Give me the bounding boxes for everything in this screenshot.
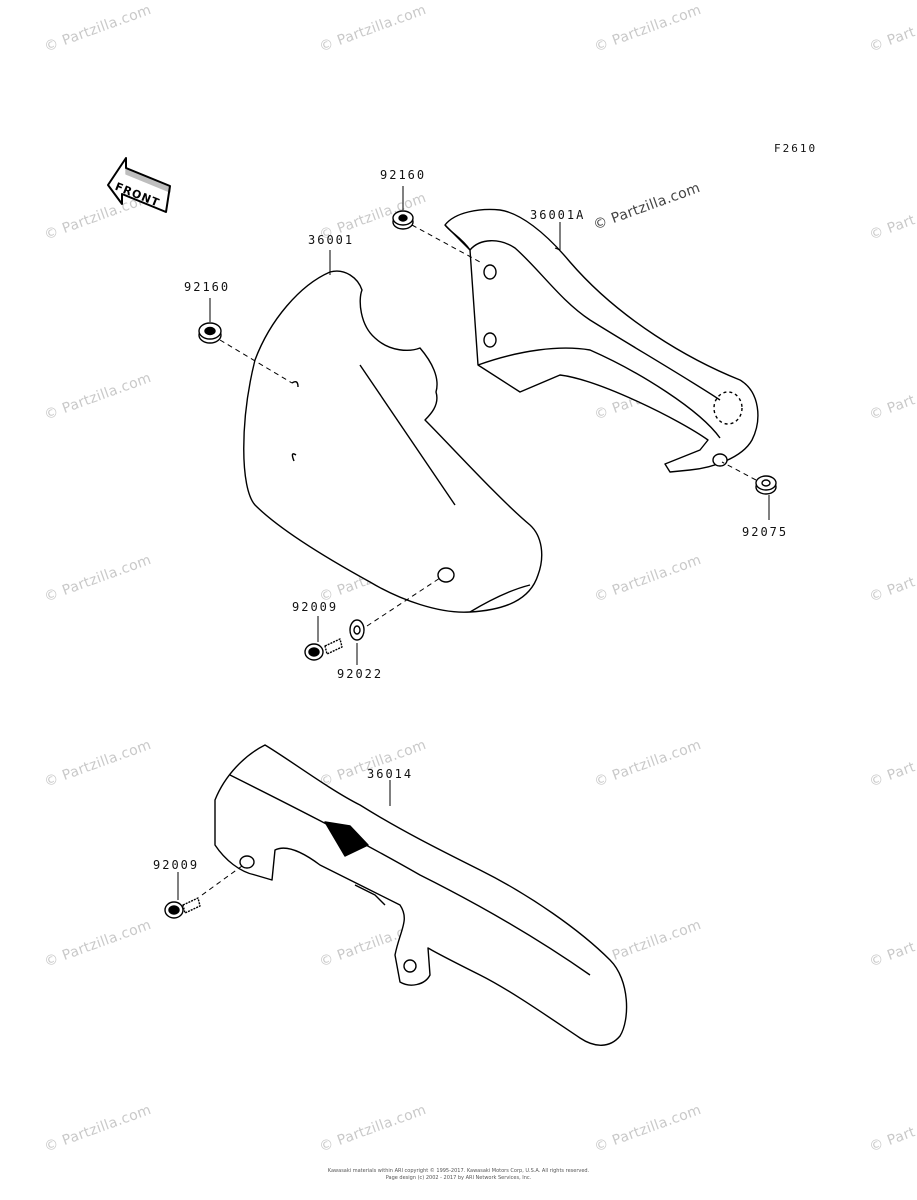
part-label-92022: 92022 xyxy=(337,667,384,681)
bolt-92009-lower xyxy=(164,897,201,919)
part-label-36001a: 36001A xyxy=(530,208,586,222)
figure-code: F2610 xyxy=(774,142,818,155)
copyright-line-1: Kawasaki materials within ARI copyright … xyxy=(327,1168,590,1174)
grommet-92160-left xyxy=(198,322,222,344)
grommet-92160-top xyxy=(392,210,414,230)
copyright-footer: Kawasaki materials within ARI copyright … xyxy=(300,1168,617,1182)
side-cover-36001a xyxy=(444,208,759,473)
side-cover-36001 xyxy=(243,270,543,613)
part-label-36014: 36014 xyxy=(367,767,414,781)
part-label-36001: 36001 xyxy=(308,233,355,247)
part-label-92160-top: 92160 xyxy=(380,168,427,182)
copyright-line-2: Page design (c) 2002 - 2017 by ARI Netwo… xyxy=(385,1175,532,1181)
chain-guard-36014 xyxy=(214,744,628,1046)
part-label-92009-upper: 92009 xyxy=(292,600,339,614)
part-label-92009-lower: 92009 xyxy=(153,858,200,872)
washer-92022 xyxy=(349,619,365,641)
collar-92075 xyxy=(755,475,777,495)
leader-lines xyxy=(177,186,770,900)
part-label-92160-left: 92160 xyxy=(184,280,231,294)
bolt-92009-upper xyxy=(304,638,343,661)
part-label-92075: 92075 xyxy=(742,525,789,539)
front-arrow-icon xyxy=(107,157,171,213)
